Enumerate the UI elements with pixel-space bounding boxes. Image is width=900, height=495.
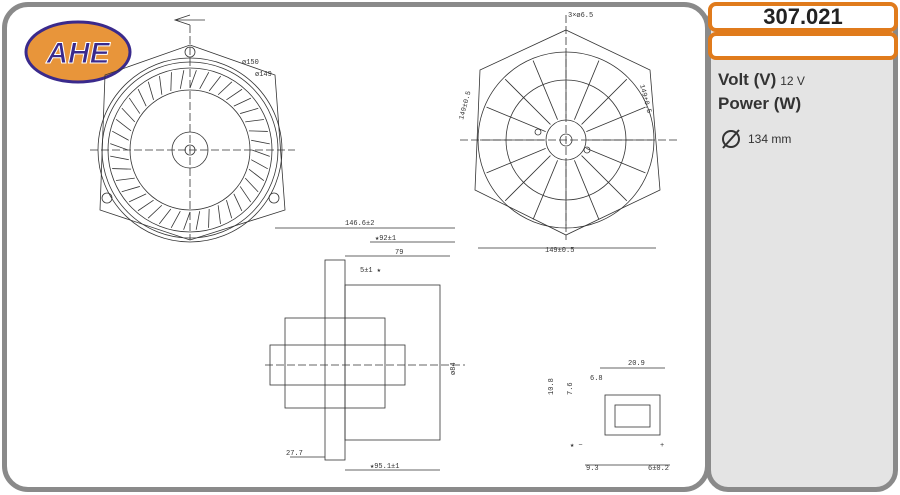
housing-rib (504, 78, 551, 125)
fan-blade (217, 205, 221, 225)
housing-rib (504, 155, 551, 202)
power-spec: Power (W) (718, 94, 805, 114)
fan-blade (128, 193, 147, 203)
dim-len146: 146.6±2 (345, 220, 374, 228)
dim-len27: 27.7 (286, 450, 303, 458)
fan-blade (110, 143, 129, 151)
dim-width149: 149±0.5 (545, 247, 574, 255)
housing-rib (581, 78, 628, 125)
fan-blade (244, 177, 259, 193)
fan-blade (233, 97, 252, 107)
fan-blade (115, 118, 132, 132)
fan-blade (137, 88, 147, 107)
ahe-logo: AHE (24, 20, 132, 84)
fan-blade (112, 130, 129, 141)
dim-c6: 6±0.2 (648, 465, 669, 473)
fan-blade (110, 155, 129, 161)
volt-label: Volt (V) (718, 70, 777, 89)
fan-blade (170, 211, 181, 228)
diameter-spec: 134 mm (720, 128, 791, 150)
terminal-plus: + (660, 442, 664, 450)
fan-blade (233, 193, 243, 212)
part-number: 307.021 (708, 2, 898, 32)
fan-blade (183, 211, 191, 230)
power-label: Power (W) (718, 94, 802, 113)
subtitle-box (708, 32, 898, 60)
fan-blade (195, 211, 201, 230)
fan-blade (226, 200, 233, 219)
svg-text:AHE: AHE (45, 37, 110, 70)
housing-rib (532, 160, 558, 220)
housing-rib (574, 160, 600, 220)
dim-holes: 3×ø6.5 (568, 12, 593, 20)
fan-blade (226, 88, 243, 101)
dim-c10-8: 10.8 (548, 378, 556, 395)
housing-rib (586, 106, 646, 132)
fan-blade (115, 177, 135, 181)
fan-blade (217, 81, 233, 96)
fan-blade (248, 168, 265, 182)
dim-c6-8: 6.8 (590, 375, 603, 383)
spec-panel (706, 2, 898, 492)
dim-len79: 79 (395, 249, 403, 257)
terminal-minus: ★ − (570, 442, 583, 450)
fan-blade (121, 186, 140, 193)
fan-blade (121, 107, 136, 123)
fan-blade (189, 70, 197, 89)
fan-blade (208, 208, 210, 228)
dim-diag1: 149±0.5 (458, 90, 473, 120)
rear-view (460, 15, 680, 249)
housing-rib (486, 106, 546, 132)
dim-len95: ★95.1±1 (370, 463, 399, 471)
fan-blade (240, 107, 259, 114)
drawing-panel (2, 2, 710, 492)
side-view (265, 227, 465, 471)
dim-c9-3: 9.3 (586, 465, 599, 473)
fan-blade (112, 168, 132, 170)
diameter-icon (722, 129, 740, 149)
dim-len92: ★92±1 (375, 235, 396, 243)
dim-c7-6: 7.6 (567, 382, 575, 395)
volt-value: 12 V (780, 74, 805, 88)
dim-dshaft: ø84 (450, 362, 458, 375)
fan-blade (251, 159, 268, 170)
housing-rib (586, 148, 646, 174)
fan-blade (170, 72, 172, 92)
fan-blade (251, 149, 270, 157)
dim-d150: ø150 (242, 59, 259, 67)
fan-blade (159, 75, 163, 95)
fan-blade (239, 186, 252, 203)
dim-c20: 20.9 (628, 360, 645, 368)
fan-blade (248, 130, 268, 132)
fan-blade (128, 97, 141, 114)
fan-blade (137, 199, 154, 212)
fan-blade (208, 75, 222, 92)
dim-d149: ø149 (255, 71, 272, 79)
fan-blade (251, 139, 270, 145)
technical-drawing: AHE ø150 ø149 3×ø6.5 149±0.5 1 (24, 12, 680, 473)
fan-blade (179, 70, 185, 89)
housing-rib (532, 60, 558, 120)
fan-blade (199, 72, 210, 89)
fan-blade (147, 204, 163, 219)
housing-rib (574, 60, 600, 120)
housing-rib (486, 148, 546, 174)
diameter-value: 134 mm (748, 132, 792, 146)
dim-len5: 5±1 ★ (360, 267, 382, 275)
connector-view (585, 367, 670, 466)
fan-blade (245, 119, 265, 123)
fan-blade (147, 81, 154, 100)
volt-spec: Volt (V)12 V (718, 70, 805, 90)
front-view (90, 14, 295, 243)
fan-blade (158, 208, 172, 225)
housing-rib (581, 155, 628, 202)
